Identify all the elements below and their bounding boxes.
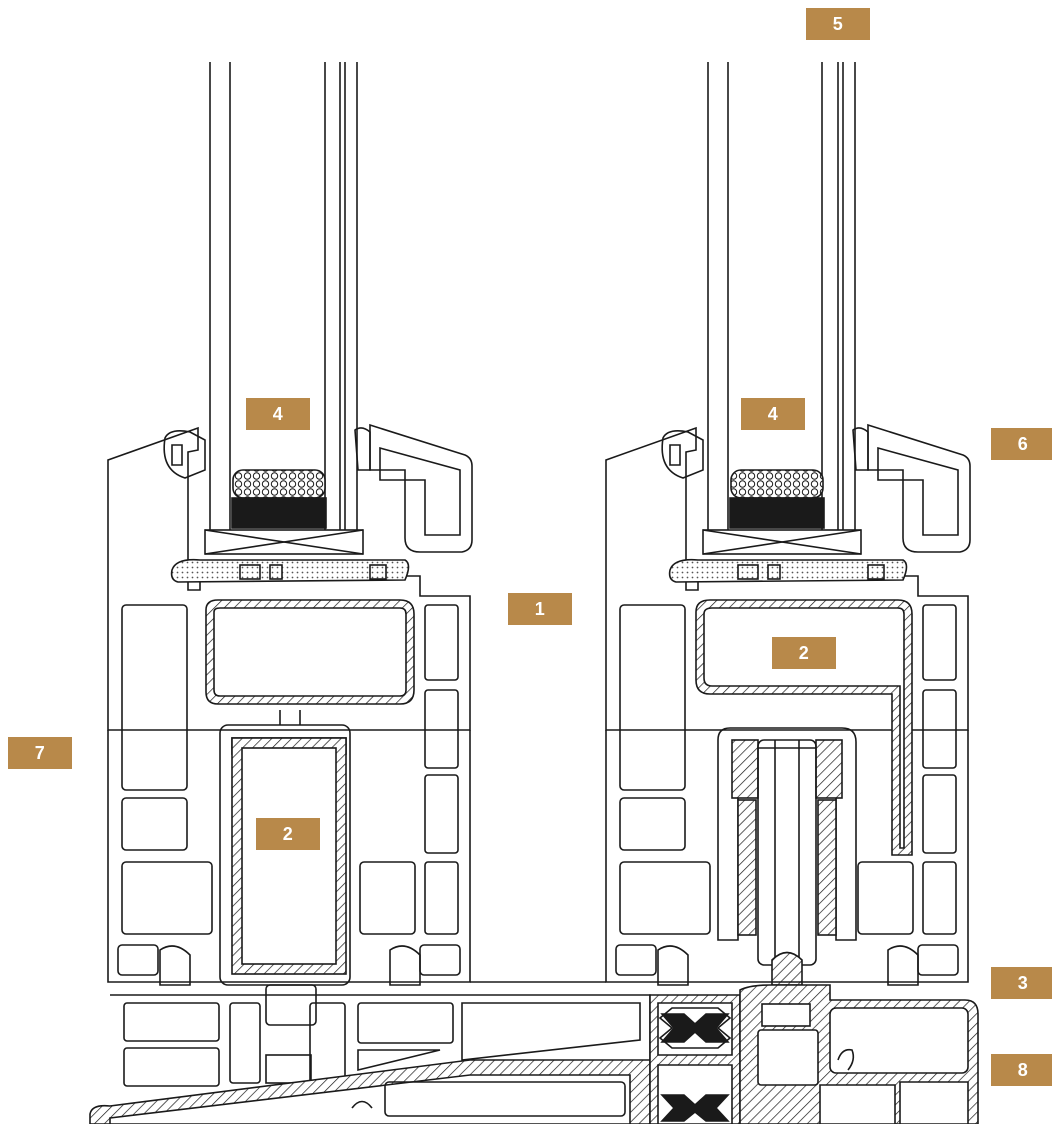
left-steel-reinforcement-vertical — [219, 710, 351, 1026]
right-glass-panes — [707, 62, 856, 530]
right-glazing-block — [702, 529, 862, 555]
left-frame — [107, 730, 471, 986]
right-sealant — [729, 497, 825, 529]
callout-2: 2 — [772, 637, 836, 669]
callout-4: 4 — [741, 398, 805, 430]
callout-5: 5 — [806, 8, 870, 40]
right-sliding-channel — [717, 727, 857, 986]
callout-4: 4 — [246, 398, 310, 430]
callout-7: 7 — [8, 737, 72, 769]
left-spacer — [232, 469, 326, 499]
left-sealant — [231, 497, 327, 529]
left-sash — [107, 62, 473, 935]
callout-8: 8 — [991, 1054, 1052, 1086]
right-frame — [605, 730, 969, 986]
callout-1: 1 — [508, 593, 572, 625]
right-steel-reinforcement — [695, 599, 913, 856]
callout-2: 2 — [256, 818, 320, 850]
right-sash — [605, 62, 971, 935]
callout-3: 3 — [991, 967, 1052, 999]
left-steel-reinforcement-horizontal — [205, 599, 415, 705]
aluminium-rail — [739, 984, 979, 1124]
bottom-threshold — [89, 994, 651, 1124]
left-glazing-block — [204, 529, 364, 555]
right-spacer — [730, 469, 824, 499]
left-glass-panes — [209, 62, 358, 530]
thermal-break — [649, 994, 741, 1124]
callout-6: 6 — [991, 428, 1052, 460]
